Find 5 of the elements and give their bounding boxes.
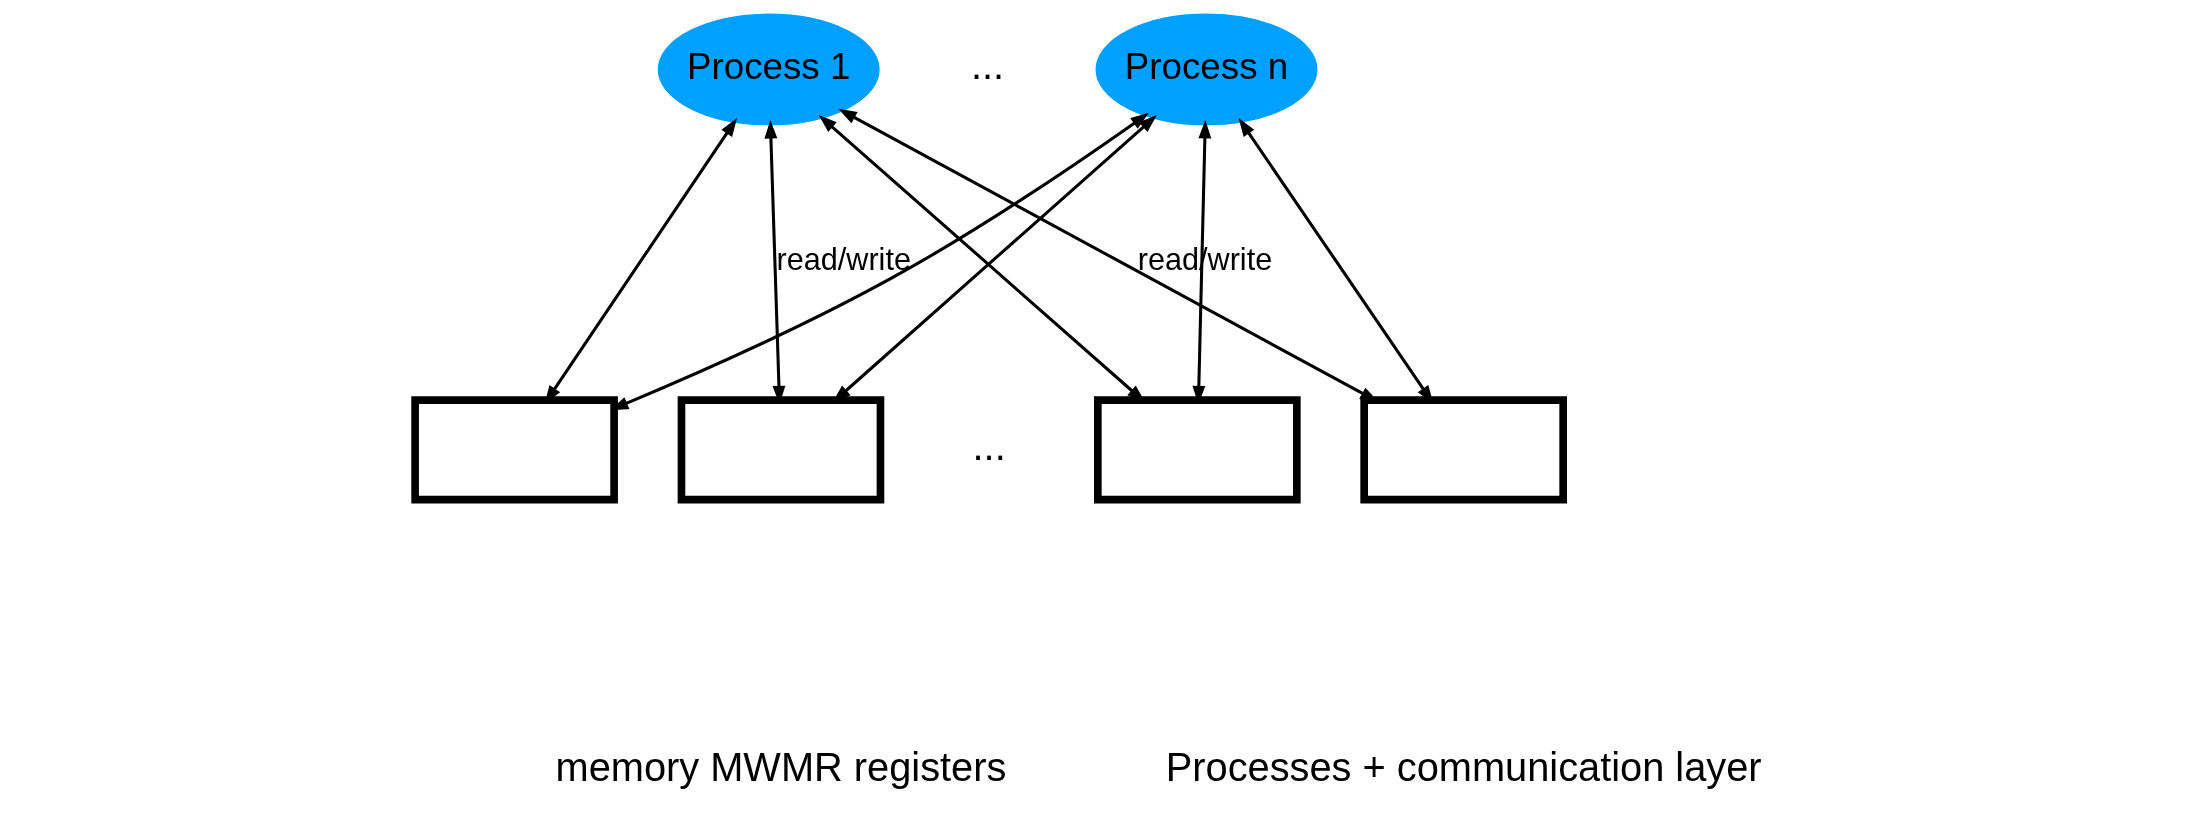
label: Processes + communication layer xyxy=(1165,744,1762,789)
label: memory MWMR registers xyxy=(555,744,1006,789)
edge-label: read/write xyxy=(776,242,911,276)
label: ... xyxy=(970,43,1004,88)
label: ... xyxy=(972,423,1006,468)
